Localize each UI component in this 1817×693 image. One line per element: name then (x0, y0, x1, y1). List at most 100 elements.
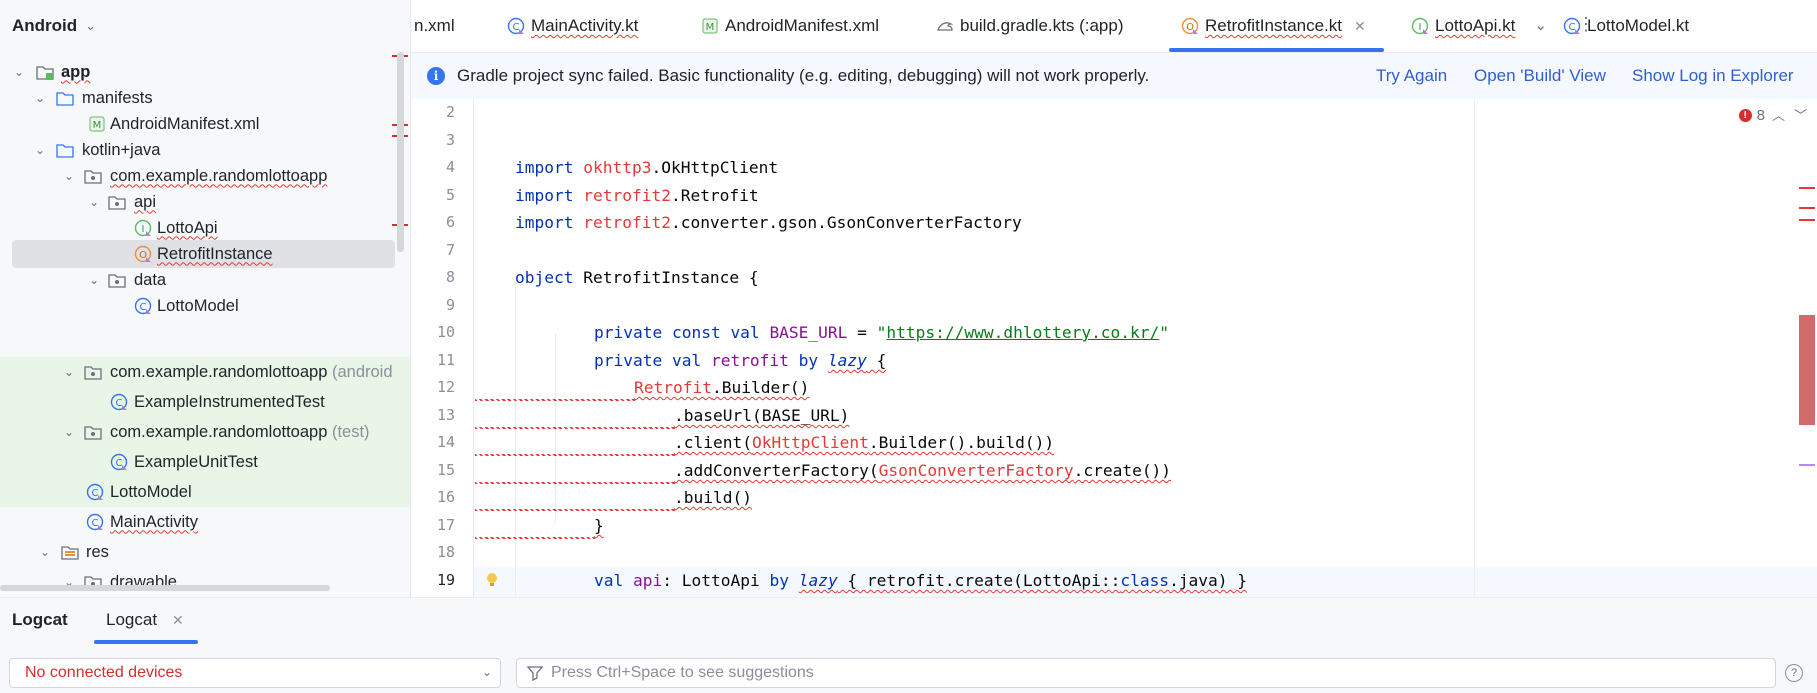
current-line-highlight (474, 567, 1817, 597)
tree-item-drawable[interactable]: ⌄ drawable (0, 567, 410, 597)
code-token: BASE_URL (769, 323, 848, 342)
code-token: private val (594, 351, 702, 370)
open-build-view-link[interactable]: Open 'Build' View (1474, 66, 1606, 85)
close-icon[interactable]: ✕ (1354, 17, 1366, 34)
tree-item-api[interactable]: ⌄ api (0, 187, 410, 217)
tree-item-lottomodel[interactable]: C LottoModel (0, 291, 410, 321)
code-editor[interactable]: 2 3 4 5 6 7 8 9 10 11 12 13 14 15 16 17 … (411, 99, 1817, 597)
code-line-4[interactable]: import okhttp3.OkHttpClient (515, 154, 778, 181)
project-horizontal-scrollbar[interactable] (0, 585, 330, 591)
code-token: .baseUrl(BASE_URL) (674, 406, 850, 425)
tree-item-kotlin-java[interactable]: ⌄ kotlin+java (0, 135, 410, 165)
chevron-down-icon[interactable]: ⌄ (39, 545, 51, 559)
code-line-10[interactable]: private const val BASE_URL = "https://ww… (594, 319, 1169, 346)
error-stripe[interactable] (1799, 219, 1815, 221)
kotlin-class-icon: C (86, 513, 104, 531)
kotlin-object-icon: O (1181, 17, 1199, 35)
tree-item-label: com.example.randomlottoapp (110, 362, 328, 381)
error-underline (475, 482, 675, 484)
tab-build-gradle[interactable]: build.gradle.kts (:app) (936, 0, 1123, 52)
tree-item-package[interactable]: ⌄ com.example.randomlottoapp (0, 161, 410, 191)
line-number-gutter[interactable] (411, 99, 474, 597)
code-line-8[interactable]: object RetrofitInstance { (515, 264, 759, 291)
code-token: api (633, 571, 663, 590)
device-dropdown[interactable]: No connected devices ⌄ (9, 658, 501, 688)
code-line-19[interactable]: val api: LottoApi by lazy { retrofit.cre… (594, 567, 1247, 594)
code-token: .client( (674, 433, 752, 452)
code-line-17[interactable]: } (594, 512, 604, 539)
tree-item-label: api (134, 192, 157, 211)
tree-item-data[interactable]: ⌄ data (0, 265, 410, 295)
code-line-11[interactable]: private val retrofit by lazy { (594, 347, 886, 374)
chevron-down-icon[interactable]: ﹀ (1793, 108, 1807, 123)
code-line-14[interactable]: .client(OkHttpClient.Builder().build()) (674, 429, 1054, 456)
project-view-selector[interactable]: Android ⌄ (0, 0, 410, 52)
info-stripe[interactable] (1799, 464, 1815, 466)
tree-item-label: ExampleUnitTest (134, 452, 258, 471)
chevron-down-icon[interactable]: ⌄ (63, 575, 75, 589)
tab-lottoapi[interactable]: I LottoApi.kt (1411, 0, 1515, 52)
code-line-5[interactable]: import retrofit2.Retrofit (515, 182, 759, 209)
code-token: val (594, 571, 624, 590)
editor-vertical-scrollbar[interactable] (1799, 315, 1815, 425)
chevron-down-icon[interactable]: ⌄ (88, 273, 100, 287)
tree-item-manifests[interactable]: ⌄ manifests (0, 83, 410, 113)
code-line-6[interactable]: import retrofit2.converter.gson.GsonConv… (515, 209, 1022, 236)
lightbulb-icon[interactable] (485, 572, 499, 588)
logcat-filter[interactable] (516, 658, 1776, 688)
show-log-link[interactable]: Show Log in Explorer (1632, 66, 1794, 85)
code-token: .Builder().build()) (868, 433, 1055, 452)
filter-icon[interactable] (527, 665, 543, 681)
code-token: lazy (827, 351, 867, 370)
help-icon[interactable]: ? (1785, 664, 1803, 682)
tab-mainactivity[interactable]: C MainActivity.kt (507, 0, 638, 52)
project-vertical-scrollbar[interactable] (397, 52, 404, 252)
tree-item-package-test[interactable]: ⌄ com.example.randomlottoapp (test) (0, 417, 410, 447)
chevron-down-icon[interactable]: ⌄ (13, 65, 25, 79)
tree-item-exampleinstrumentedtest[interactable]: C ExampleInstrumentedTest (0, 387, 410, 417)
tree-item-app[interactable]: ⌄ app (0, 57, 410, 87)
code-token: = (847, 323, 877, 342)
close-icon[interactable]: ✕ (172, 612, 184, 628)
tab-logcat[interactable]: Logcat (106, 610, 158, 629)
more-options-icon[interactable]: ⋮ (1577, 14, 1595, 34)
code-token: https://www.dhlottery.co.kr/ (886, 323, 1160, 342)
error-counter[interactable]: ! 8 (1738, 107, 1765, 124)
chevron-down-icon[interactable]: ⌄ (63, 169, 75, 183)
tree-item-package-androidtest[interactable]: ⌄ com.example.randomlottoapp (android (0, 357, 410, 387)
try-again-link[interactable]: Try Again (1376, 66, 1448, 85)
code-line-16[interactable]: .build() (674, 484, 752, 511)
error-stripe[interactable] (1799, 207, 1815, 209)
chevron-up-icon[interactable]: ︿ (1771, 108, 1785, 123)
tree-item-label: AndroidManifest.xml (110, 114, 260, 133)
error-stripe[interactable] (1799, 187, 1815, 189)
right-margin-guide (1474, 99, 1475, 597)
tree-item-androidmanifest[interactable]: M AndroidManifest.xml (0, 109, 410, 139)
tree-item-mainactivity[interactable]: C MainActivity (0, 507, 410, 537)
code-token: .addConverterFactory( (674, 461, 879, 480)
tree-item-retrofitinstance[interactable]: O RetrofitInstance (0, 239, 410, 269)
filter-input[interactable] (549, 663, 1753, 683)
tab-lottomodel[interactable]: C LottoModel.kt (1563, 0, 1689, 52)
code-line-12[interactable]: Retrofit.Builder() (634, 374, 809, 401)
error-underline (475, 509, 675, 511)
chevron-down-icon[interactable]: ⌄ (34, 143, 46, 157)
tree-item-lottoapi[interactable]: I LottoApi (0, 213, 410, 243)
tree-item-lottomodel-root[interactable]: C LottoModel (0, 477, 410, 507)
tab-activity-main-xml[interactable]: n.xml (414, 0, 455, 52)
tree-item-res[interactable]: ⌄ res (0, 537, 410, 567)
chevron-down-icon[interactable]: ⌄ (63, 425, 75, 439)
chevron-down-icon[interactable]: ⌄ (34, 91, 46, 105)
code-token: GsonConverterFactory (878, 461, 1074, 480)
tree-item-suffix: (test) (331, 422, 370, 441)
chevron-down-icon[interactable]: ⌄ (63, 365, 75, 379)
code-token: .create()) (1073, 461, 1172, 480)
folder-icon (56, 144, 74, 158)
tree-item-exampleunittest[interactable]: C ExampleUnitTest (0, 447, 410, 477)
tab-androidmanifest[interactable]: M AndroidManifest.xml (701, 0, 879, 52)
chevron-down-icon[interactable]: ⌄ (1534, 17, 1547, 34)
code-line-15[interactable]: .addConverterFactory(GsonConverterFactor… (674, 457, 1171, 484)
code-line-13[interactable]: .baseUrl(BASE_URL) (674, 402, 849, 429)
tab-retrofitinstance[interactable]: O RetrofitInstance.kt ✕ (1169, 0, 1384, 52)
chevron-down-icon[interactable]: ⌄ (88, 195, 100, 209)
